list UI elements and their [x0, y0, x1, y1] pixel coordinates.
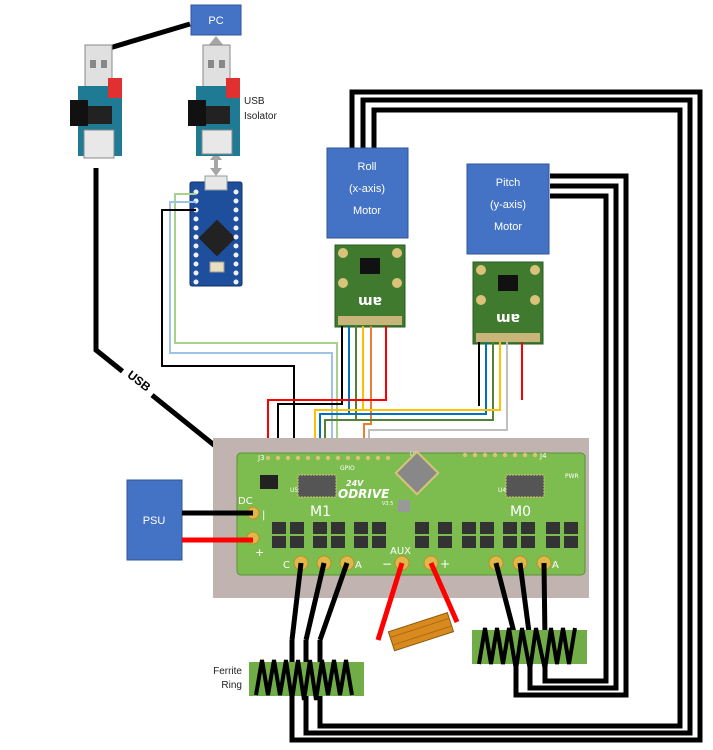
- wire-black-gnd: [161, 209, 295, 456]
- motor-phase-wires-roll: [289, 89, 703, 743]
- usb-isolator-right: [188, 44, 240, 156]
- roll-motor-label-3: Motor: [353, 205, 381, 217]
- dc-plus-label: +: [255, 546, 264, 559]
- version-label: V3.5: [382, 501, 393, 507]
- ferrite-ring-left: [249, 659, 364, 701]
- ferrite-label-line1: Ferrite: [213, 666, 242, 677]
- roll-motor-label-2: (x-axis): [349, 183, 385, 195]
- aux-minus-label: −: [382, 557, 392, 571]
- roll-motor-label-1: Roll: [358, 161, 377, 173]
- encoder-board-pitch: am: [472, 261, 544, 345]
- encoder-board-roll: am: [334, 244, 406, 328]
- m0-label: M0: [510, 504, 531, 520]
- dc-label: DC: [238, 496, 253, 507]
- wire-light-green: [174, 193, 338, 456]
- u4-label: U4: [498, 487, 506, 494]
- pc-block: PC: [190, 4, 242, 36]
- svg-text:am: am: [496, 310, 520, 326]
- aux-label: AUX: [390, 546, 411, 557]
- dc-minus-label: |: [262, 510, 265, 521]
- resistor-wire-positive: [428, 561, 460, 624]
- usb-isolator-label-line1: USB: [244, 96, 265, 107]
- j3-label: J3: [257, 454, 265, 462]
- aux-plus-label: +: [440, 557, 450, 571]
- usb-cable-to-odrive: [93, 168, 257, 480]
- roll-motor-block: Roll (x-axis) Motor: [326, 147, 409, 239]
- svg-text:am: am: [358, 293, 382, 309]
- psu-block: PSU: [126, 479, 183, 561]
- m0-phase-a-label: A: [552, 560, 559, 571]
- pc-label: PC: [208, 15, 223, 27]
- double-arrow-icon: [210, 152, 222, 176]
- odrive-board: J3 J4 GPIO U2 PWR U5 U4 24V ODRIVE V3.5 …: [213, 438, 589, 598]
- gpio-label: GPIO: [340, 465, 355, 472]
- m1-phase-wires: [289, 562, 350, 641]
- ferrite-ring-right: [472, 627, 587, 671]
- odrive-logo: ODRIVE: [338, 487, 390, 501]
- usb-isolator-label-line2: Isolator: [244, 111, 277, 122]
- psu-label: PSU: [143, 515, 166, 527]
- u5-label: U5: [290, 487, 298, 494]
- pro-micro-board: [189, 175, 243, 287]
- m1-phase-a-label: A: [355, 560, 362, 571]
- ferrite-label-line2: Ring: [221, 680, 242, 691]
- pitch-motor-label-3: Motor: [494, 221, 522, 233]
- pwr-label: PWR: [565, 473, 579, 480]
- wire-light-blue: [169, 201, 333, 456]
- m1-label: M1: [310, 504, 331, 520]
- resistor-wire-negative: [375, 562, 405, 641]
- pitch-motor-block: Pitch (y-axis) Motor: [466, 163, 550, 255]
- m1-phase-c-label: C: [283, 560, 290, 571]
- m0-phase-wires: [493, 562, 548, 641]
- brake-resistor: [387, 611, 455, 652]
- j4-label: J4: [539, 452, 547, 460]
- usb-isolator-left: [70, 44, 122, 159]
- pitch-motor-label-1: Pitch: [496, 177, 520, 189]
- voltage-label: 24V: [346, 479, 364, 488]
- pitch-motor-label-2: (y-axis): [490, 199, 526, 211]
